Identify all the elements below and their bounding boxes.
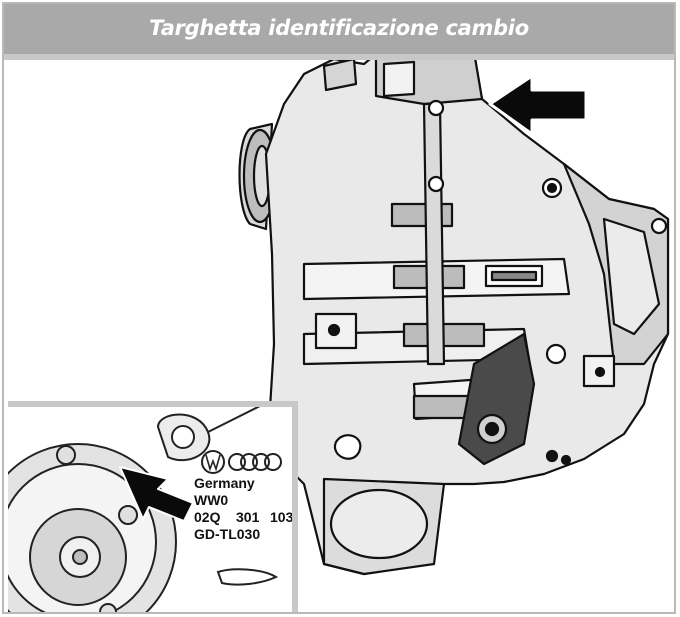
plate-line-code-a: 02Q (194, 509, 221, 525)
plate-line-gearbox-code: GD-TL030 (194, 526, 261, 542)
header-bar: Targhetta identificazione cambio (4, 4, 674, 60)
vw-logo-icon (201, 450, 225, 474)
plate-line-code-b: 301 (236, 509, 260, 525)
audi-rings-icon (228, 453, 282, 471)
plate-detail-inset: Germany WW0 02Q 301 103 GD-TL030 (8, 401, 298, 612)
plate-line-code-c: 103 (270, 509, 294, 525)
plate-line-wmi: WW0 (194, 492, 229, 508)
plate-detail-drawing (8, 407, 282, 612)
plate-line-country: Germany (194, 475, 255, 491)
page-title: Targhetta identificazione cambio (149, 16, 529, 40)
arrow-left-icon (488, 74, 588, 136)
inset-arrow-icon (119, 466, 194, 522)
